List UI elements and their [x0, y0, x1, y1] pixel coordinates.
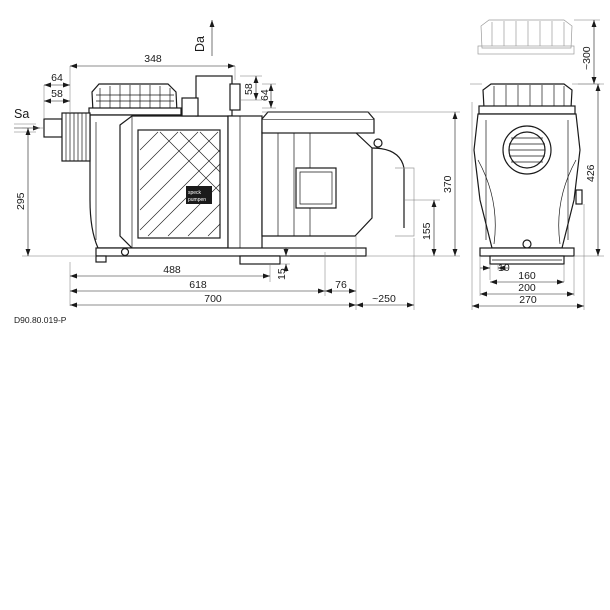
- dim-300-label: ~300: [581, 46, 593, 70]
- dim-700-label: 700: [204, 293, 222, 305]
- dim-58-left: 58: [44, 88, 70, 104]
- dim-64-left-label: 64: [51, 72, 63, 84]
- removed-lid: [477, 19, 575, 55]
- drawing-code: D90.80.019-P: [14, 315, 67, 325]
- suction-label: Sa: [14, 107, 29, 121]
- dim-488: 488: [69, 262, 271, 306]
- dim-488-label: 488: [163, 264, 181, 276]
- dim-426-label: 426: [585, 164, 597, 182]
- brand-line-2: pumpen: [188, 197, 206, 203]
- mounted-lid: [478, 83, 576, 115]
- dim-250-label: ~250: [372, 293, 396, 305]
- pump-side-view: speck pumpen: [14, 20, 460, 310]
- dim-618-label: 618: [189, 279, 207, 291]
- dim-15: 15: [276, 248, 290, 280]
- brand-line-1: speck: [188, 190, 202, 196]
- dim-270-label: 270: [519, 294, 537, 306]
- strainer-lid: [88, 83, 182, 116]
- dim-155: 155: [404, 199, 440, 256]
- dim-160: 160: [490, 264, 565, 285]
- terminal-box: [261, 111, 375, 134]
- dim-200-label: 200: [518, 282, 536, 294]
- dim-58-right-label: 58: [243, 83, 255, 95]
- impeller-hatch: speck pumpen: [137, 129, 221, 239]
- dim-348: 348: [69, 53, 236, 112]
- dim-370-label: 370: [442, 175, 454, 193]
- dim-10: 10: [480, 262, 510, 280]
- suction-connection: [43, 112, 91, 162]
- dim-348-label: 348: [144, 53, 162, 65]
- pump-base: [95, 247, 367, 265]
- dim-76: 76: [325, 236, 357, 296]
- end-body: [473, 113, 583, 249]
- end-view-extension-lines: [471, 102, 585, 310]
- discharge-label: Da: [193, 36, 207, 52]
- dim-618: 618: [70, 252, 326, 296]
- dim-250: ~250: [356, 238, 415, 310]
- dim-700: 700: [70, 293, 357, 310]
- dim-160-label: 160: [518, 270, 536, 282]
- discharge-connection: [181, 75, 241, 117]
- dim-155-label: 155: [421, 222, 433, 240]
- dim-15-label: 15: [276, 268, 288, 280]
- dim-10-label: 10: [498, 262, 510, 274]
- dim-295-label: 295: [15, 192, 27, 210]
- dim-64-right: 64: [259, 83, 276, 109]
- dim-300: ~300: [574, 19, 600, 85]
- dim-370: 370: [262, 111, 460, 257]
- dim-426: 426: [470, 83, 604, 257]
- dim-58-left-label: 58: [51, 88, 63, 100]
- dim-295: 295: [15, 127, 96, 257]
- dim-58-right: 58: [240, 75, 262, 101]
- dim-200: 200: [479, 256, 575, 297]
- dim-64-right-label: 64: [259, 89, 271, 101]
- discharge-flow-indicator: Da: [193, 20, 215, 56]
- power-cable: [371, 138, 415, 237]
- dim-76-label: 76: [335, 279, 347, 291]
- dim-270: 270: [472, 294, 584, 309]
- brand-plate: [186, 186, 212, 204]
- motor-flange: [227, 115, 263, 252]
- motor: [261, 131, 373, 237]
- pump-end-view: ~300 426: [470, 19, 604, 310]
- end-feet: [479, 247, 575, 265]
